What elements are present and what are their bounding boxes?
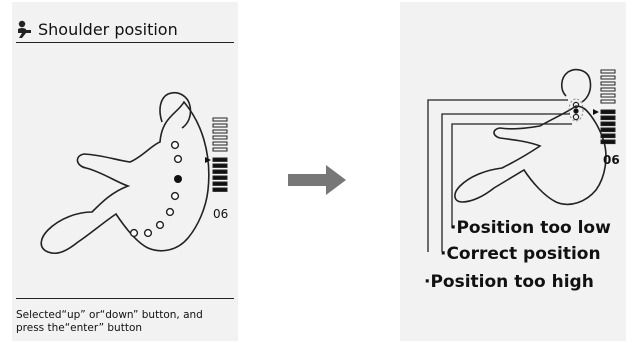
right-arrow-icon (288, 165, 346, 195)
massage-chair-figure-detail (427, 68, 616, 252)
massage-chair-figure (40, 91, 228, 255)
level-indicator (212, 117, 228, 192)
label-correct-position: ·Correct position (440, 244, 601, 264)
level-value: 06 (603, 153, 620, 167)
instruction-text: Selected“up” or“down” button, and press … (16, 298, 234, 335)
page-title: Shoulder position (38, 19, 178, 39)
level-pointer-icon (205, 157, 211, 163)
left-panel: Shoulder position (12, 2, 238, 341)
level-indicator (600, 69, 616, 145)
level-pointer-icon (593, 109, 599, 115)
title-bar: Shoulder position (16, 16, 234, 43)
person-icon (18, 20, 31, 38)
level-value: 06 (213, 207, 229, 221)
right-panel: 06 ·Position too low ·Correct position ·… (400, 2, 626, 341)
label-position-too-low: ·Position too low (450, 218, 611, 238)
label-position-too-high: ·Position too high (424, 272, 594, 292)
